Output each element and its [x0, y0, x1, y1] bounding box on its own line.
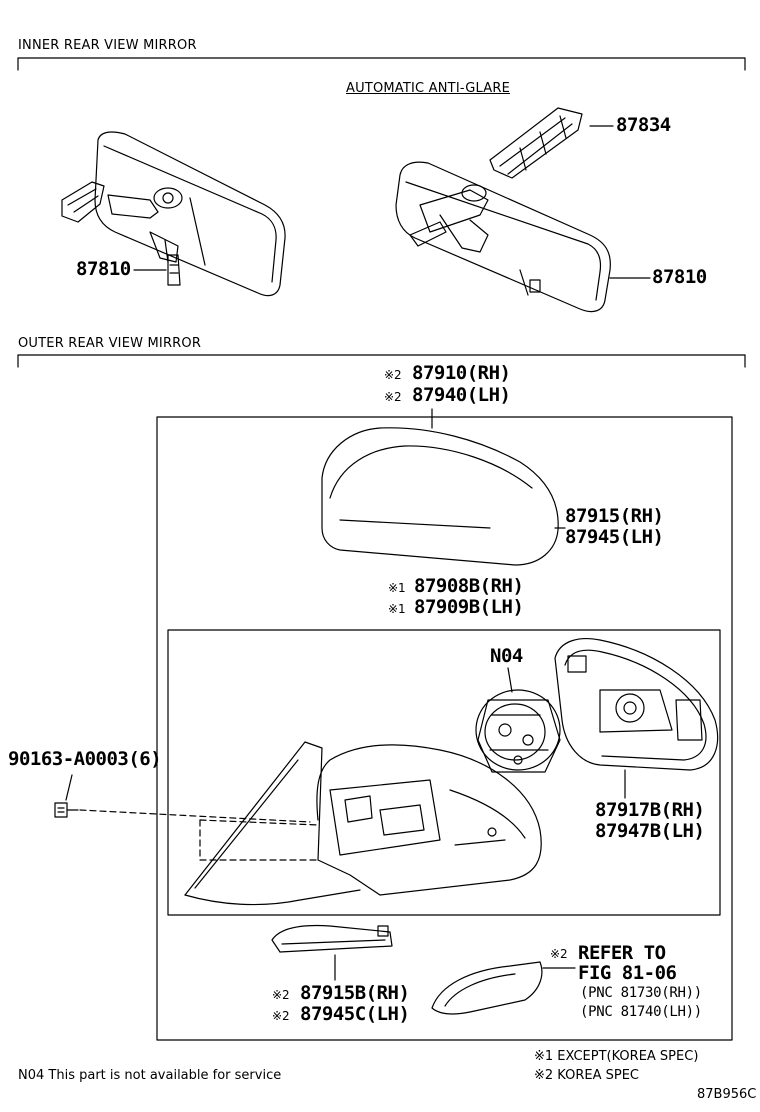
n04-note: N04 This part is not available for servi…: [18, 1068, 282, 1083]
refer-pnc-rh: (PNC 81730(RH)): [580, 985, 702, 1001]
note-2: ※2 KOREA SPEC: [534, 1068, 639, 1083]
outer-assembly-frame: [156, 416, 733, 1041]
part-90163-screw: 90163-A0003(6): [8, 748, 162, 770]
section-title-outer: OUTER REAR VIEW MIRROR: [18, 336, 202, 351]
mirror-housing: [184, 741, 542, 906]
part-87810-auto: 87810: [652, 266, 707, 288]
part-87910-rh: 87910(RH): [412, 362, 511, 384]
sub-rh-mark: ※1: [388, 581, 406, 595]
part-87810-standard: 87810: [76, 258, 131, 280]
part-87908b-rh: 87908B(RH): [414, 575, 524, 597]
part-87915b-rh: 87915B(RH): [300, 982, 410, 1004]
screw-90163: [54, 802, 79, 818]
refer-mark: ※2: [550, 947, 568, 961]
section-bracket-inner: [17, 57, 746, 71]
cover-lh-mark: ※2: [384, 390, 402, 404]
part-87945-lh: 87945(LH): [565, 526, 664, 548]
cover-rh-mark: ※2: [384, 368, 402, 382]
inner-mirror-auto: [395, 161, 611, 313]
part-87945c-lh: 87945C(LH): [300, 1003, 410, 1025]
actuator-n04: [475, 689, 561, 773]
lamp-lh-mark: ※2: [272, 1009, 290, 1023]
diagram-code: 87B956C: [697, 1087, 757, 1102]
mirror-cap: [321, 427, 559, 566]
refer-to-label: REFER TO: [578, 942, 666, 964]
part-n04: N04: [490, 645, 523, 667]
side-lamp: [271, 924, 393, 953]
part-87915-rh: 87915(RH): [565, 505, 664, 527]
wire-cover-87834: [489, 107, 583, 179]
section-title-inner: INNER REAR VIEW MIRROR: [18, 38, 197, 53]
part-87909b-lh: 87909B(LH): [414, 596, 524, 618]
sub-assembly-frame: [167, 629, 721, 916]
refer-pnc-lh: (PNC 81740(LH)): [580, 1004, 702, 1020]
inner-mirror-standard: [61, 131, 286, 297]
note-1: ※1 EXCEPT(KOREA SPEC): [534, 1049, 699, 1064]
refer-lamp: [431, 961, 543, 1015]
part-87947b-lh: 87947B(LH): [595, 820, 705, 842]
part-87917b-rh: 87917B(RH): [595, 799, 705, 821]
sub-lh-mark: ※1: [388, 602, 406, 616]
part-87834: 87834: [616, 114, 671, 136]
part-87940-lh: 87940(LH): [412, 384, 511, 406]
lamp-rh-mark: ※2: [272, 988, 290, 1002]
refer-fig-label: FIG 81-06: [578, 962, 677, 984]
auto-anti-glare-label: AUTOMATIC ANTI-GLARE: [346, 81, 510, 96]
section-bracket-outer: [17, 354, 746, 368]
mirror-glass: [554, 637, 719, 771]
